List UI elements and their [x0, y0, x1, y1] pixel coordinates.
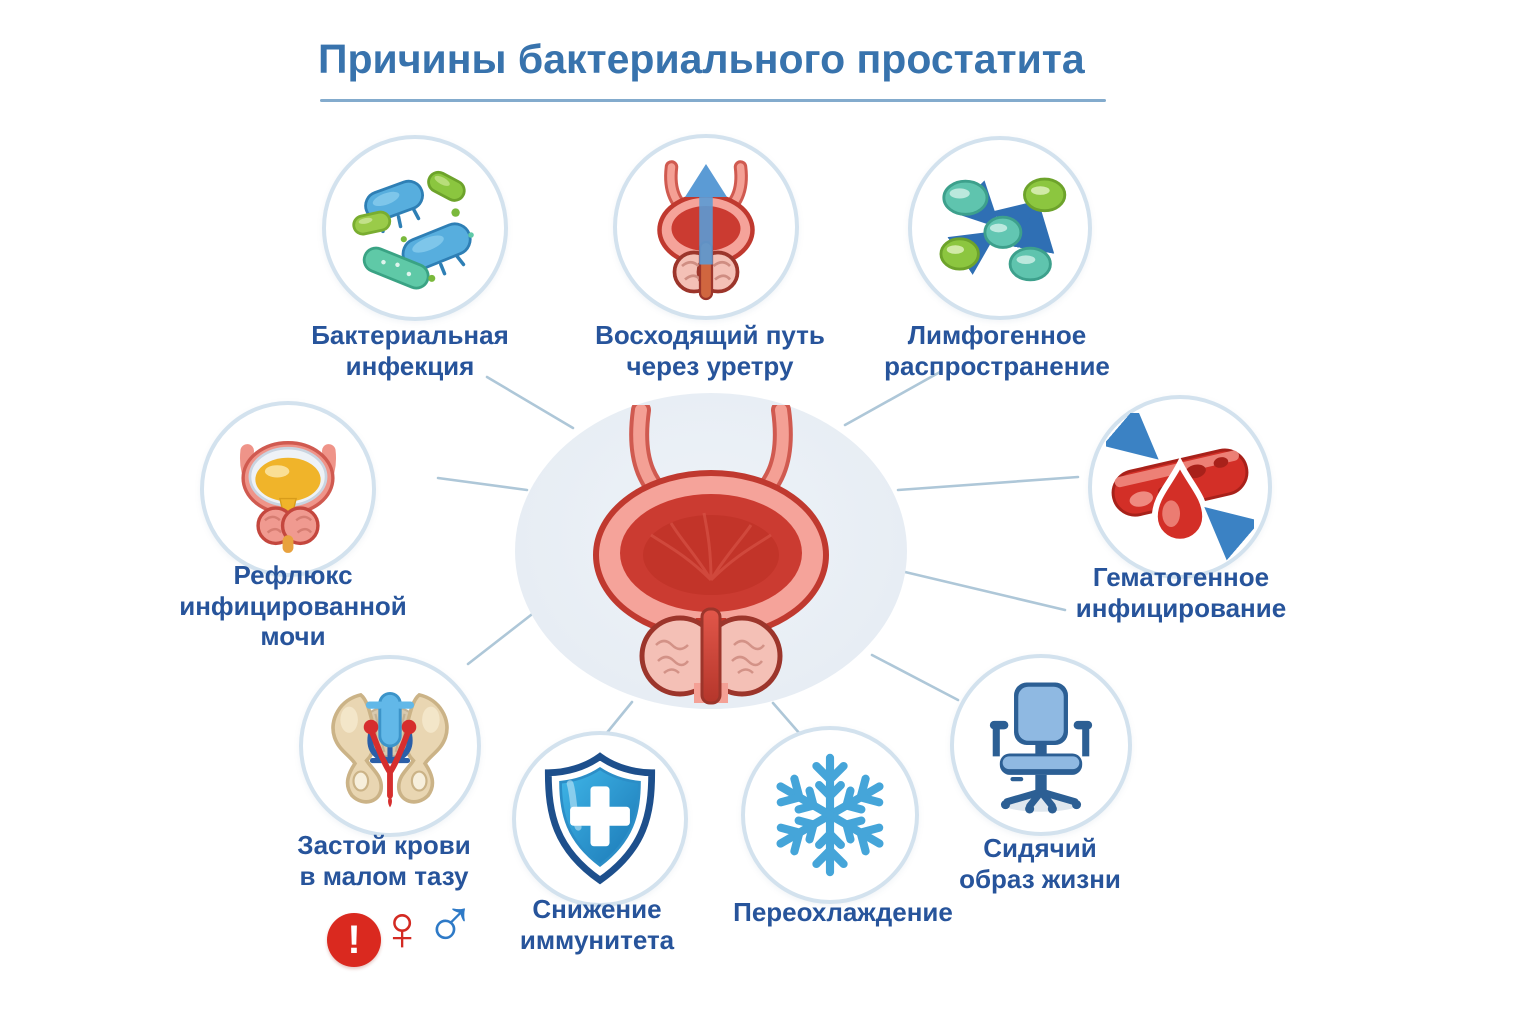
snowflake-icon: [776, 753, 884, 877]
bladder-prostate-anatomy-icon: [593, 400, 829, 705]
cause-circle-lymphogenic-spread: [908, 136, 1092, 320]
label-lymphogenic-spread: Лимфогенное распространение: [884, 320, 1110, 381]
cause-circle-sedentary-lifestyle: [950, 654, 1132, 836]
male-symbol-icon: ♂: [424, 882, 477, 960]
lymph-nodes-icon: [939, 177, 1067, 282]
label-ascending-route: Восходящий путь через уретру: [595, 320, 825, 381]
exclamation-glyph: !: [347, 917, 361, 962]
label-hematogenous-infection: Гематогенное инфицирование: [1075, 562, 1287, 623]
cause-circle-reduced-immunity: [512, 731, 688, 907]
office-chair-icon: [989, 682, 1093, 814]
cause-circle-hypothermia: [741, 726, 919, 904]
cause-circle-infected-urine-reflux: [200, 401, 376, 577]
bacteria-icon: [352, 170, 474, 290]
label-pelvic-blood-stasis: Застой крови в малом тазу: [297, 830, 471, 891]
cause-circle-bacterial-infection: [322, 135, 508, 321]
label-bacterial-infection: Бактериальная инфекция: [311, 320, 509, 381]
cause-circle-hematogenous-infection: [1088, 395, 1272, 579]
bladder-urine-icon: [240, 441, 336, 553]
cause-circle-ascending-route: [613, 134, 799, 320]
exclamation-warning-icon: !: [327, 913, 381, 967]
label-reduced-immunity: Снижение иммунитета: [519, 894, 675, 955]
label-hypothermia: Переохлаждение: [733, 897, 953, 927]
cause-circle-pelvic-blood-stasis: [299, 655, 481, 837]
title-underline: [320, 99, 1106, 102]
female-symbol-icon: ♀: [378, 892, 426, 964]
blood-vessel-icon: [1106, 413, 1254, 561]
pelvis-icon: [331, 691, 449, 808]
label-infected-urine-reflux: Рефлюкс инфицированной мочи: [179, 560, 407, 652]
immunity-shield-icon: [544, 752, 656, 885]
central-hub: [515, 393, 907, 709]
ascending-urethra-icon: [657, 160, 755, 301]
page-title: Причины бактериального простатита: [318, 36, 1085, 82]
label-sedentary-lifestyle: Сидячий образ жизни: [959, 833, 1121, 894]
